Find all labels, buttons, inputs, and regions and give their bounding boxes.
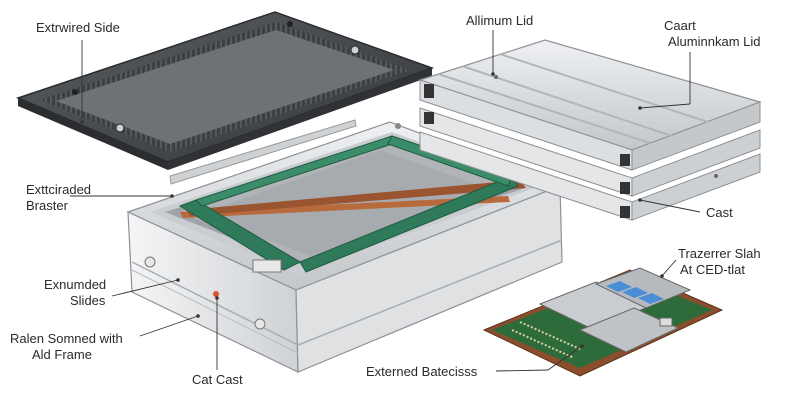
aluminum-lid-stack — [418, 39, 762, 221]
label-transfer-slab-line2: At CED-tlat — [680, 262, 746, 277]
thin-plate — [169, 119, 357, 185]
label-extruded-bracket-line1: Exttciraded — [26, 182, 92, 197]
label-cast-aluminum-lid-line2: Aluminnkam Lid — [668, 34, 761, 49]
main-enclosure — [126, 121, 563, 373]
label-transfer-slab-line1: Trazerrer Slah — [678, 246, 761, 261]
leader-lines — [70, 30, 701, 372]
label-extruded-slides-line1: Exnumded — [44, 277, 107, 292]
label-cast: Cast — [706, 205, 733, 220]
label-external-batteries: Externed Batecisss — [366, 364, 478, 379]
label-aluminum-lid: Allimum Lid — [466, 13, 534, 28]
label-cat-cast: Cat Cast — [192, 372, 243, 387]
label-extruded-side: Extrwired Side — [36, 20, 120, 35]
label-extruded-slides-line2: Slides — [70, 293, 106, 308]
label-cast-aluminum-lid-line1: Caart — [664, 18, 696, 33]
leader-dots — [80, 72, 664, 348]
battery-pcb — [482, 267, 724, 377]
label-panel-frame-line1: Ralen Somned with — [10, 331, 123, 346]
extruded-side-lid — [15, 11, 435, 170]
label-panel-frame-line2: Ald Frame — [32, 347, 92, 362]
label-extruded-bracket-line2: Braster — [26, 198, 68, 213]
